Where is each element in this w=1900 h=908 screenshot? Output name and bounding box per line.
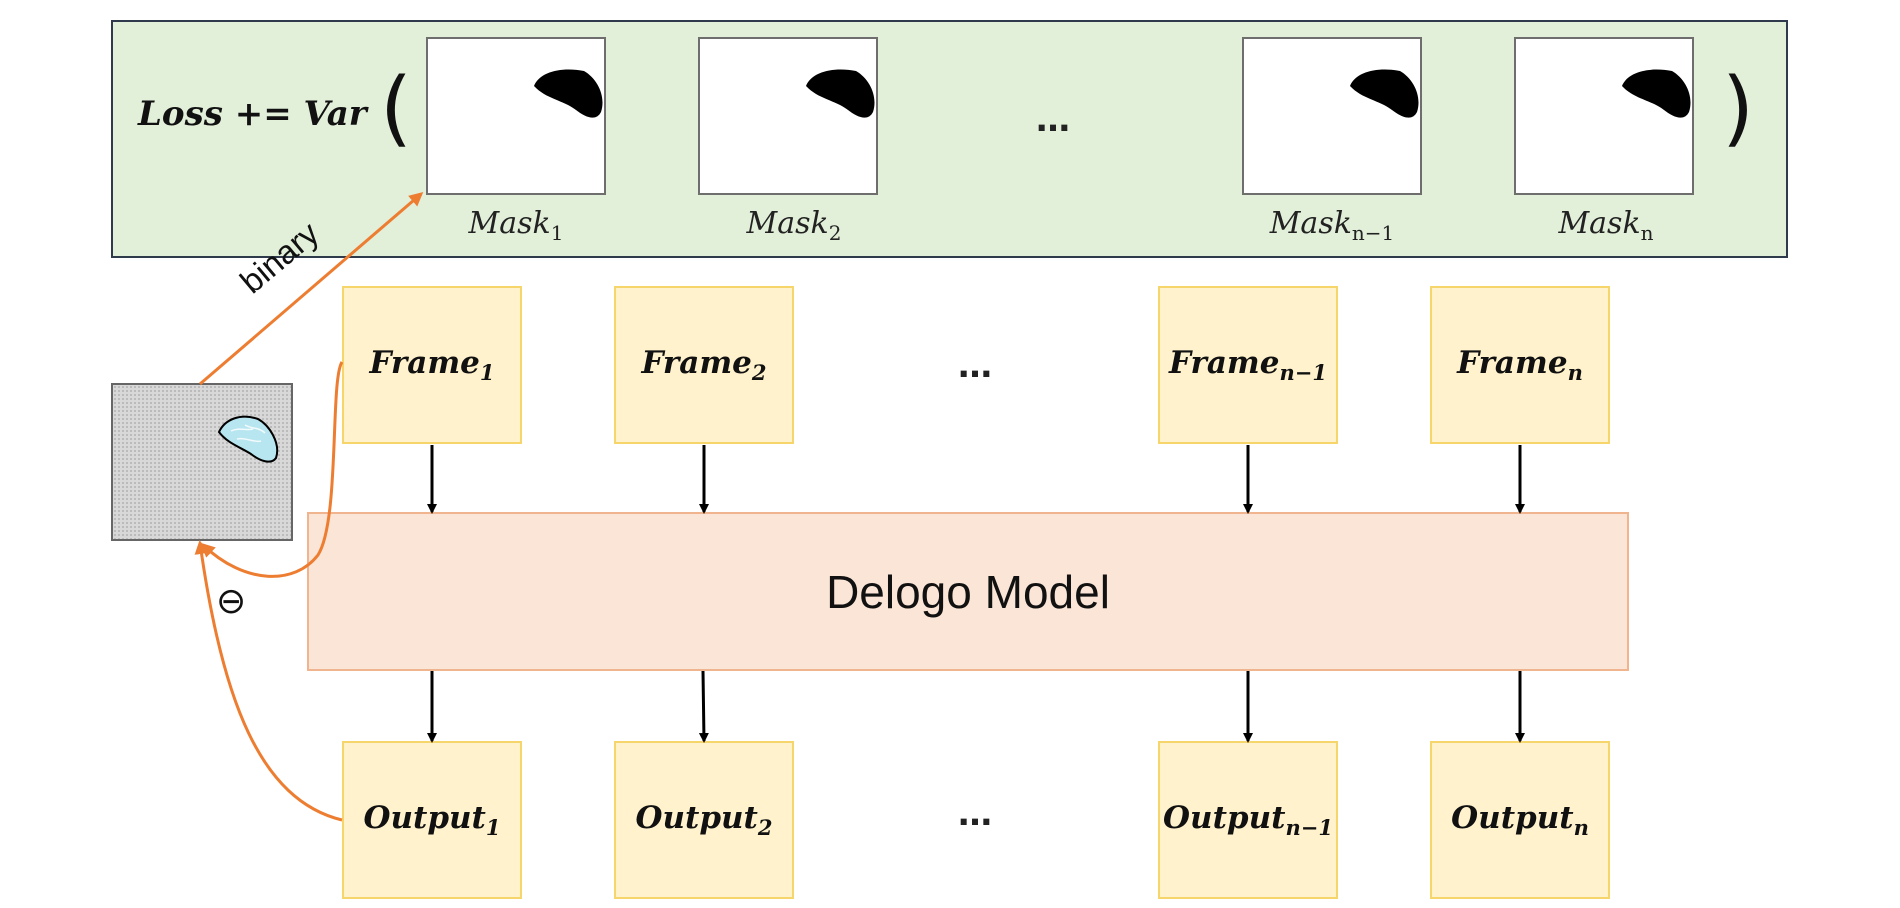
logo-residual-shape [217, 415, 279, 463]
output-2-label: Output2 [635, 799, 773, 841]
open-paren: ( [380, 61, 412, 156]
close-paren: ) [1722, 61, 1754, 156]
output-n-minus-1-label: Outputn−1 [1163, 799, 1333, 841]
frame-ellipsis: … [958, 346, 993, 386]
minus-edge-label: ⊖ [216, 581, 247, 622]
frame-n-label: Framen [1457, 344, 1583, 386]
frame-n-box: Framen [1430, 286, 1610, 444]
frame-1-box: Frame1 [342, 286, 522, 444]
mask-ellipsis: … [1036, 100, 1071, 140]
residual-image [111, 383, 293, 541]
mask-2-label: Mask2 [746, 206, 842, 245]
mask-n-label: Maskn [1558, 206, 1654, 245]
output-1-box: Output1 [342, 741, 522, 899]
arrow-model-to-output-2 [698, 670, 709, 743]
logo-mask-shape [1622, 69, 1691, 118]
delogo-model-block: Delogo Model [307, 512, 1629, 671]
output-n-box: Outputn [1430, 741, 1610, 899]
frame-n-minus-1-label: Framen−1 [1169, 344, 1327, 386]
logo-mask-shape [806, 69, 875, 118]
frame-2-label: Frame2 [641, 344, 767, 386]
frame-2-box: Frame2 [614, 286, 794, 444]
output-ellipsis: … [958, 794, 993, 834]
mask-n-minus-1-image [1242, 37, 1422, 195]
output-1-label: Output1 [363, 799, 501, 841]
logo-mask-shape [534, 69, 603, 118]
output-n-label: Outputn [1451, 799, 1589, 841]
delogo-model-label: Delogo Model [826, 565, 1110, 618]
mask-1-image [426, 37, 606, 195]
frame-1-label: Frame1 [369, 344, 495, 386]
mask-n-image [1514, 37, 1694, 195]
logo-mask-shape [1350, 69, 1419, 118]
mask-1-label: Mask1 [468, 206, 564, 245]
mask-2-image [698, 37, 878, 195]
mask-n-minus-1-label: Maskn−1 [1269, 206, 1395, 245]
loss-formula: Loss += Var [138, 94, 367, 134]
output-2-box: Output2 [614, 741, 794, 899]
output-n-minus-1-box: Outputn−1 [1158, 741, 1338, 899]
frame-n-minus-1-box: Framen−1 [1158, 286, 1338, 444]
